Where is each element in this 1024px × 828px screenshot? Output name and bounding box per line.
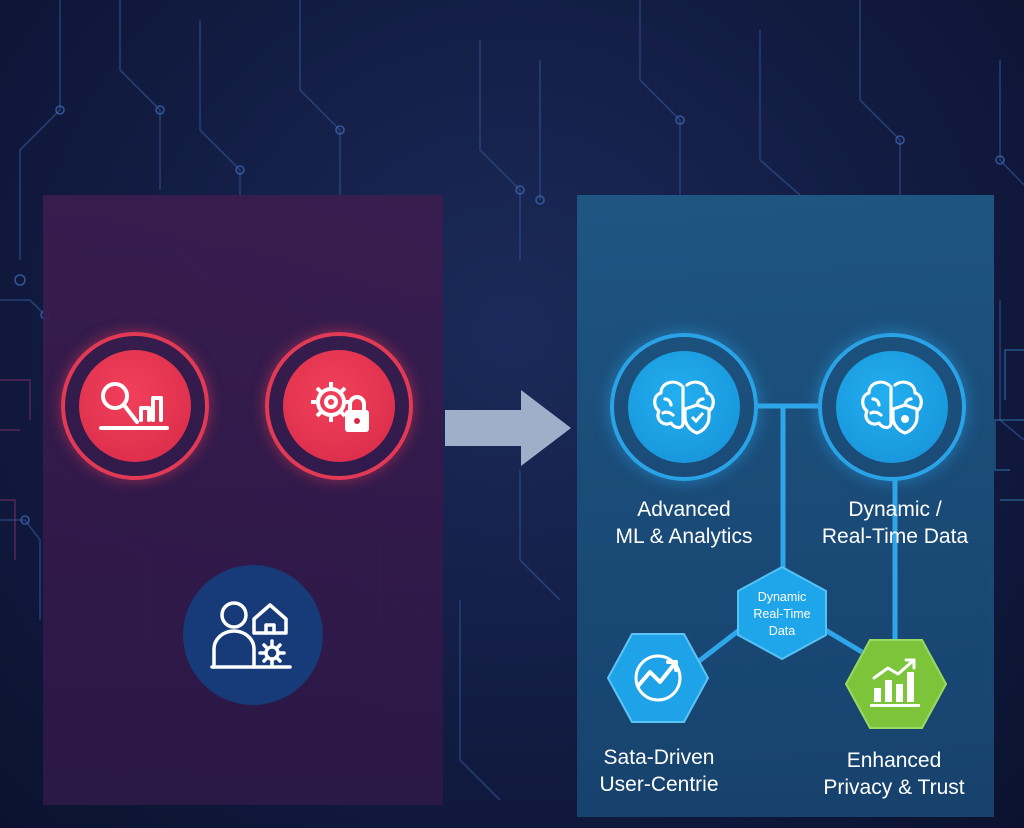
transition-arrow-icon (445, 390, 571, 466)
security-node (265, 332, 413, 480)
bar-chart-growth-icon (870, 672, 920, 707)
brain-shield-icon (861, 380, 923, 435)
center-hexagon (737, 565, 827, 661)
analysis-node (61, 332, 209, 480)
gear-lock-icon (311, 382, 369, 432)
privacy-trust-label: Enhanced Privacy & Trust (823, 749, 965, 799)
ml-analytics-node (610, 333, 758, 481)
data-driven-hexagon (606, 633, 710, 723)
trend-arrow-icon (634, 654, 682, 702)
data-driven-label: Sata-Driven User-Centrie (599, 746, 719, 796)
brain-shield-icon (653, 380, 715, 435)
magnifier-chart-icon (99, 382, 169, 430)
left-panel (43, 195, 443, 805)
user-home-node (183, 565, 323, 705)
ml-analytics-label: Advanced ML & Analytics (615, 498, 753, 548)
privacy-trust-hexagon (844, 639, 948, 729)
realtime-data-node (818, 333, 966, 481)
realtime-data-label: Dynamic / Real-Time Data (821, 498, 969, 548)
center-hexagon-text: Dynamic Real-Time Data (753, 590, 811, 638)
user-home-gear-icon (210, 601, 292, 669)
